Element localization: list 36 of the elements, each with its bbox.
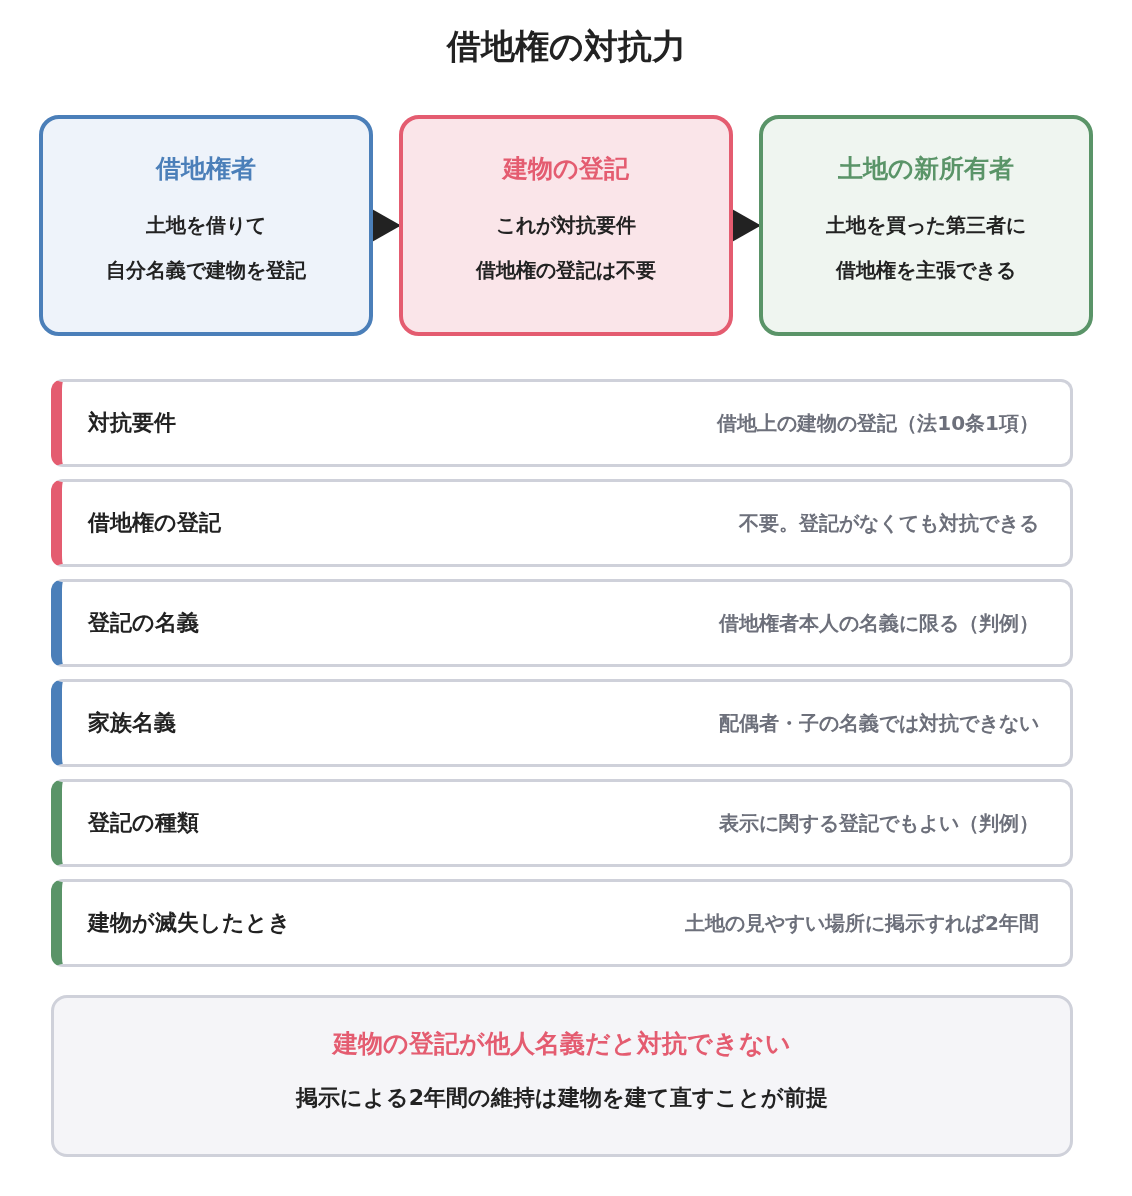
row-label: 登記の種類 [88, 809, 199, 837]
note-text: 掲示による2年間の維持は建物を建て直すことが前提 [295, 1084, 829, 1112]
info-row [51, 379, 1073, 467]
info-row [51, 479, 1073, 567]
row-label: 対抗要件 [88, 409, 176, 437]
info-row [51, 579, 1073, 667]
box-text: 自分名義で建物を登記 [106, 257, 306, 284]
concept-box [39, 115, 373, 336]
box-text: 土地を借りて [146, 212, 266, 239]
concept-box [399, 115, 733, 336]
row-value: 不要。登記がなくても対抗できる [739, 510, 1039, 537]
diagram-title: 借地権の対抗力 [446, 25, 686, 68]
note-panel [51, 995, 1073, 1157]
row-label: 建物が滅失したとき [88, 909, 291, 937]
note-heading: 建物の登記が他人名義だと対抗できない [333, 1028, 791, 1060]
box-text: これが対抗要件 [496, 212, 636, 239]
box-text: 土地を買った第三者に [826, 212, 1026, 239]
row-label: 登記の名義 [88, 609, 199, 637]
arrow [370, 208, 402, 243]
info-row [51, 779, 1073, 867]
row-value: 表示に関する登記でもよい（判例） [719, 810, 1039, 837]
box-heading: 土地の新所有者 [838, 153, 1014, 185]
info-row [51, 879, 1073, 967]
box-heading: 借地権者 [156, 153, 256, 185]
row-label: 家族名義 [88, 709, 176, 737]
box-heading: 建物の登記 [503, 153, 629, 185]
row-value: 配偶者・子の名義では対抗できない [719, 710, 1039, 737]
concept-box [759, 115, 1093, 336]
box-text: 借地権を主張できる [836, 257, 1016, 284]
row-value: 土地の見やすい場所に掲示すれば2年間 [685, 910, 1039, 937]
row-value: 借地権者本人の名義に限る（判例） [719, 610, 1039, 637]
arrow [730, 208, 762, 243]
row-label: 借地権の登記 [88, 509, 221, 537]
row-value: 借地上の建物の登記（法10条1項） [717, 410, 1039, 437]
info-row [51, 679, 1073, 767]
box-text: 借地権の登記は不要 [476, 257, 656, 284]
